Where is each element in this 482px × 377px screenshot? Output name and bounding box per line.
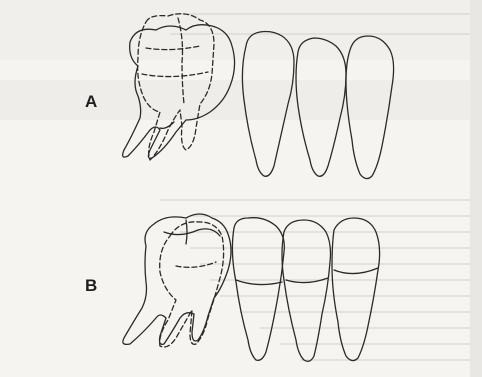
second-molar-icon	[123, 214, 231, 344]
premolar-icon	[296, 38, 346, 176]
third-molar-icon	[138, 14, 214, 160]
premolar-icon	[282, 220, 331, 361]
panel-a	[123, 14, 394, 179]
premolar-icon	[242, 32, 294, 177]
premolar-icon	[232, 218, 284, 361]
canine-icon	[332, 218, 380, 361]
third-molar-icon	[160, 222, 224, 347]
canine-icon	[346, 36, 394, 179]
panel-b-label: B	[85, 277, 97, 294]
panel-b	[123, 214, 380, 361]
panel-a-label: A	[85, 93, 97, 110]
